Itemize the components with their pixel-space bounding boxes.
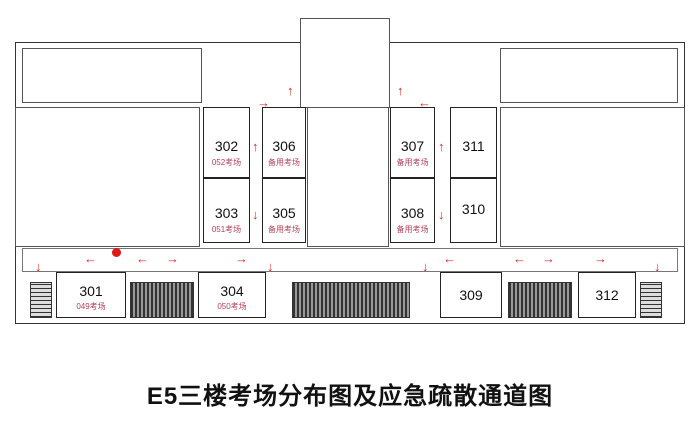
west-hall [15,107,200,247]
evacuation-arrow-left: ← [418,95,431,110]
north-entrance [300,18,390,108]
evacuation-arrow-down: ↓ [252,207,259,222]
room-302: 302 052考场 [203,107,250,178]
exam-label: 051考场 [211,225,242,234]
room-number: 308 [400,205,425,221]
evacuation-arrow-up: ↑ [252,139,259,154]
evacuation-arrow-left: ← [513,251,526,266]
evacuation-arrow-right: → [542,251,555,266]
room-303: 303 051考场 [203,178,250,243]
room-309: 309 [440,272,502,318]
room-number: 305 [272,205,296,221]
location-marker [112,248,121,257]
evacuation-arrow-down: ↓ [654,259,661,274]
stairs-east-end [640,282,662,318]
central-atrium [307,107,389,247]
room-number: 306 [272,138,296,154]
exam-label: 备用考场 [396,225,429,234]
exam-label: 备用考场 [396,158,429,167]
room-301: 301 049考场 [56,272,126,318]
room-number: 304 [220,283,244,299]
evacuation-arrow-down: ↓ [35,259,42,274]
exam-label: 备用考场 [268,158,300,167]
room-number: 310 [461,201,486,217]
east-hall [500,107,685,247]
exam-label: 050考场 [217,302,247,311]
room-305: 305 备用考场 [262,178,306,243]
evacuation-arrow-left: ← [443,251,456,266]
exam-label: 049考场 [76,302,106,311]
evacuation-arrow-down: ↓ [422,259,429,274]
room-number: 301 [79,283,103,299]
room-number: 303 [214,205,239,221]
south-corridor [22,248,678,272]
evacuation-arrow-up: ↑ [287,83,294,98]
evacuation-arrow-right: → [257,95,270,110]
evacuation-arrow-left: ← [84,251,97,266]
evacuation-arrow-right: → [166,251,179,266]
evacuation-arrow-right: → [235,251,248,266]
room-308: 308 备用考场 [390,178,435,243]
room-number: 309 [459,287,483,303]
room-number: 307 [400,138,425,154]
evacuation-arrow-up: ↑ [438,139,445,154]
evacuation-arrow-right: → [594,251,607,266]
room-311: 311 [450,107,497,178]
room-number: 302 [214,138,239,154]
stairs-west-end [30,282,52,318]
north-east-wing [500,48,678,103]
evacuation-arrow-left: ← [136,251,149,266]
evacuation-arrow-down: ↓ [267,259,274,274]
room-304: 304 050考场 [198,272,266,318]
evacuation-arrow-down: ↓ [438,207,445,222]
stairs-central [292,282,410,318]
room-307: 307 备用考场 [390,107,435,178]
room-306: 306 备用考场 [262,107,306,178]
exam-label: 备用考场 [268,225,300,234]
stairs-east [508,282,572,318]
room-number: 312 [595,287,619,303]
stairs-west [130,282,194,318]
evacuation-arrow-up: ↑ [397,83,404,98]
room-number: 311 [462,138,485,154]
north-west-wing [22,48,202,103]
room-312: 312 [578,272,636,318]
room-310: 310 [450,178,497,243]
exam-label: 052考场 [211,158,242,167]
diagram-title: E5三楼考场分布图及应急疏散通道图 [146,383,554,410]
